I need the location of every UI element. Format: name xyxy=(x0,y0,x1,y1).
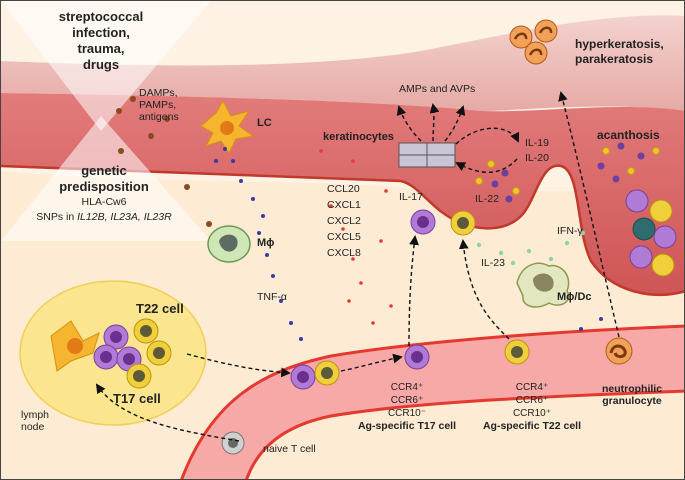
chemokine-ccl20: CCL20 xyxy=(327,183,360,195)
il19-label: IL-19 xyxy=(525,137,549,149)
il22-dots-yellow xyxy=(475,147,660,195)
il22-label: IL-22 xyxy=(475,193,499,205)
macrophage-cell xyxy=(207,225,251,263)
trigger-genetic-line2: predisposition xyxy=(59,179,149,194)
chemokine-cxcl1: CXCL1 xyxy=(327,199,361,211)
damps-line3: antigens xyxy=(139,111,179,123)
dermal-t-cells xyxy=(410,209,476,236)
il19-il20-label: IL-19 IL-20 xyxy=(525,137,549,164)
acanthosis-cells xyxy=(625,189,677,277)
keratinocyte-cluster xyxy=(398,142,456,168)
lymph-line1: lymph xyxy=(21,409,50,421)
trigger-genetic-text: genetic predisposition HLA-Cw6 SNPs in I… xyxy=(9,163,199,225)
trigger-genetic-line3: HLA-Cw6 xyxy=(81,196,127,208)
acanthosis-label: acanthosis xyxy=(597,128,660,142)
t17-marker-ccr4: CCR4⁺ xyxy=(390,382,424,393)
epidermis xyxy=(1,93,684,295)
chemokine-dots-red xyxy=(319,149,393,325)
dashed-arrows xyxy=(95,91,620,442)
chemokine-cxcl8: CXCL8 xyxy=(327,247,361,259)
mdc-label: Mϕ/Dc xyxy=(557,291,592,303)
chemokine-cxcl2: CXCL2 xyxy=(327,215,361,227)
t17-marker-ccr10: CCR10⁻ xyxy=(387,408,427,419)
trigger-env-line1: streptococcal xyxy=(58,9,144,24)
blood-vessel xyxy=(181,326,684,479)
snps-genes: IL12B, IL23A, IL23R xyxy=(77,211,172,223)
lymph-node-cells xyxy=(50,318,172,389)
t22-cell-label: T22 cell xyxy=(136,301,184,316)
t17-markers: CCR4⁺ CCR6⁺ CCR10⁻ Ag-specific T17 cell xyxy=(357,381,457,433)
trigger-env-text: streptococcal infection, trauma, drugs xyxy=(31,9,171,73)
t17-title: Ag-specific T17 cell xyxy=(357,420,457,432)
il20-label: IL-20 xyxy=(525,152,549,164)
damp-dots-brown xyxy=(116,96,212,227)
corneum-neutrophils xyxy=(509,19,558,65)
trigger-env-line4: drugs xyxy=(82,57,120,72)
trigger-genetic-wedge xyxy=(1,116,211,241)
amps-label: AMPs and AVPs xyxy=(399,83,476,95)
neutro-line2: granulocyte xyxy=(602,395,662,407)
trigger-env-line2: infection, xyxy=(72,25,130,40)
tnf-label: TNF-α xyxy=(257,291,287,303)
lymph-node-label: lymph node xyxy=(21,409,49,433)
hyperkeratosis-label: hyperkeratosis, parakeratosis xyxy=(575,37,664,67)
t17-cell-label: T17 cell xyxy=(113,391,161,406)
chemokine-cxcl5: CXCL5 xyxy=(327,231,361,243)
langerhans-cell xyxy=(200,99,255,154)
t22-marker-ccr6: CCR6⁺ xyxy=(515,395,549,406)
macrophage-label: Mϕ xyxy=(257,237,275,249)
neutrophil-in-vessel xyxy=(605,337,633,365)
naive-t-cell-label: naive T cell xyxy=(263,443,316,455)
t22-marker-ccr4: CCR4⁺ xyxy=(515,382,549,393)
damps-line1: DAMPs, xyxy=(139,87,178,99)
trigger-env-line3: trauma, xyxy=(77,41,125,56)
cytokine-dots-blue xyxy=(214,147,603,341)
il23-label: IL-23 xyxy=(481,257,505,269)
trigger-genetic-line4: SNPs in IL12B, IL23A, IL23R xyxy=(9,210,199,225)
t22-title: Ag-specific T22 cell xyxy=(482,420,582,432)
neutrophil-label: neutrophilic granulocyte xyxy=(587,383,677,407)
macrophage-dendritic-cell xyxy=(516,262,570,308)
vessel-t-cells xyxy=(221,339,530,455)
damps-label: DAMPs, PAMPs, antigens xyxy=(139,87,179,123)
snps-prefix: SNPs in xyxy=(36,211,78,223)
keratinocytes-label: keratinocytes xyxy=(323,131,394,143)
il17-dots-purple xyxy=(491,142,645,203)
lc-label: LC xyxy=(257,117,272,129)
t22-marker-ccr10: CCR10⁺ xyxy=(512,408,552,419)
t22-markers: CCR4⁺ CCR6⁺ CCR10⁺ Ag-specific T22 cell xyxy=(477,381,587,433)
il17-label: IL-17 xyxy=(399,191,423,203)
neutro-line1: neutrophilic xyxy=(601,383,663,395)
trigger-env-wedge xyxy=(1,1,211,131)
il23-dots-green xyxy=(476,230,586,266)
basement-membrane xyxy=(1,164,684,296)
lymph-line2: node xyxy=(21,421,45,433)
t17-marker-ccr6: CCR6⁺ xyxy=(390,395,424,406)
damps-line2: PAMPs, xyxy=(139,99,177,111)
trigger-genetic-line1: genetic xyxy=(81,163,127,178)
hyper-line2: parakeratosis xyxy=(575,52,654,66)
chemokine-list: CCL20 CXCL1 CXCL2 CXCL5 CXCL8 xyxy=(327,181,361,261)
hyper-line1: hyperkeratosis, xyxy=(575,37,664,51)
ifng-label: IFN-γ xyxy=(557,225,583,237)
